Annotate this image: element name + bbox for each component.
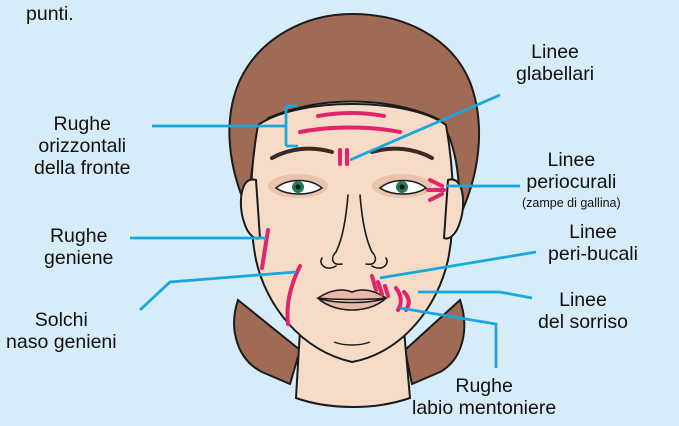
label-cheek-line1: Rughe: [44, 226, 113, 248]
label-forehead-wrinkles: Rughe orizzontali della fronte: [34, 114, 130, 179]
label-chin-line1: Rughe: [412, 376, 556, 398]
label-forehead-line3: della fronte: [34, 158, 130, 180]
label-cheek-wrinkles: Rughe geniene: [44, 226, 113, 270]
label-periocular-line1: Linee: [522, 150, 621, 172]
label-forehead-line2: orizzontali: [34, 136, 130, 158]
label-glabellar-line2: glabellari: [516, 64, 594, 86]
label-smile-line2: del sorriso: [538, 312, 628, 334]
pupil-right: [400, 185, 405, 190]
label-nasolabial-line2: naso genieni: [6, 332, 117, 354]
label-perioral-line2: peri-bucali: [548, 244, 638, 266]
face-skin: [251, 104, 453, 362]
label-perioral-line1: Linee: [548, 222, 638, 244]
ear-right: [444, 179, 463, 238]
label-cheek-line2: geniene: [44, 248, 113, 270]
label-smile-line1: Linee: [538, 290, 628, 312]
label-chin-line2: labio mentoniere: [412, 398, 556, 420]
label-periocular-lines: Linee periocurali (zampe di gallina): [522, 150, 621, 210]
label-glabellar-lines: Linee glabellari: [516, 42, 594, 86]
label-nasolabial-folds: Solchi naso genieni: [6, 310, 117, 354]
ear-left: [241, 179, 260, 238]
label-chin-wrinkles: Rughe labio mentoniere: [412, 376, 556, 420]
label-periocular-note: (zampe di gallina): [522, 196, 621, 210]
label-periocular-line2: periocurali: [522, 172, 621, 194]
label-nasolabial-line1: Solchi: [6, 310, 117, 332]
pupil-left: [296, 185, 301, 190]
label-smile-lines: Linee del sorriso: [538, 290, 628, 334]
label-perioral-lines: Linee peri-bucali: [548, 222, 638, 266]
header-fragment: punti.: [26, 4, 74, 26]
label-glabellar-line1: Linee: [516, 42, 594, 64]
label-forehead-line1: Rughe: [34, 114, 130, 136]
